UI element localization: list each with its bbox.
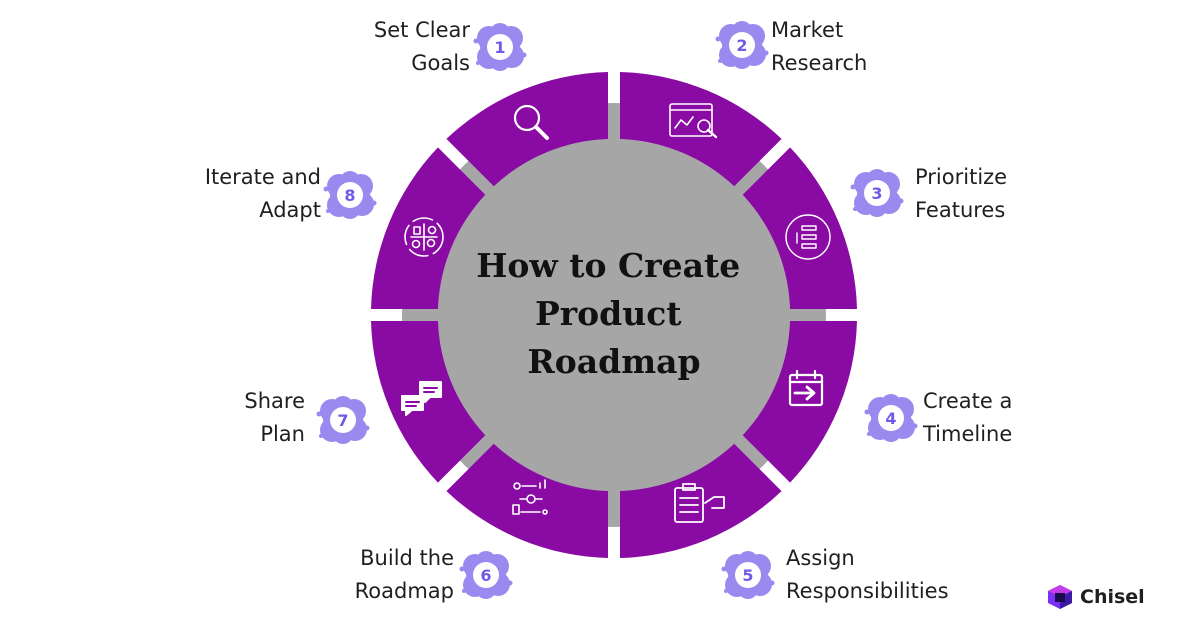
step-1-badge: 1 bbox=[473, 23, 527, 71]
magnifier-icon bbox=[513, 104, 549, 140]
priority-list-icon bbox=[785, 214, 831, 260]
clipboard-assign-icon bbox=[674, 483, 725, 523]
segment-1 bbox=[620, 72, 782, 187]
analytics-dashboard-icon bbox=[669, 103, 718, 139]
svg-text:How to Create Product: How to Create Product Roadmap bbox=[476, 246, 752, 381]
calendar-arrow-icon bbox=[788, 369, 824, 407]
step-8-number: 8 bbox=[344, 186, 355, 205]
chisel-cube-icon bbox=[1048, 585, 1072, 609]
step-7-badge: 7 bbox=[316, 396, 370, 444]
step-3-number: 3 bbox=[871, 184, 882, 203]
segment-4 bbox=[620, 443, 782, 558]
step-2-badge: 2 bbox=[715, 21, 769, 69]
center-disk bbox=[438, 139, 790, 491]
step-1-number: 1 bbox=[494, 38, 505, 57]
step-7-number: 7 bbox=[337, 411, 348, 430]
chat-bubbles-icon bbox=[401, 381, 442, 416]
segment-3 bbox=[742, 321, 857, 483]
step-3-badge: 3 bbox=[850, 169, 904, 217]
title-line-2: Product bbox=[535, 294, 682, 333]
title-line-1: How to Create bbox=[476, 246, 740, 285]
step-4-number: 4 bbox=[885, 409, 896, 428]
step-6-badge: 6 bbox=[459, 551, 513, 599]
step-5-number: 5 bbox=[742, 566, 753, 585]
segment-6 bbox=[371, 321, 486, 483]
segment-2 bbox=[742, 147, 857, 309]
step-6-number: 6 bbox=[480, 566, 491, 585]
step-5-badge: 5 bbox=[721, 551, 775, 599]
step-8-badge: 8 bbox=[323, 171, 377, 219]
brand-name: Chisel bbox=[1080, 586, 1145, 608]
workflow-icon bbox=[512, 479, 548, 515]
step-4-badge: 4 bbox=[864, 394, 918, 442]
brand-logo: Chisel bbox=[1046, 584, 1145, 610]
step-2-number: 2 bbox=[736, 36, 747, 55]
iteration-cycle-icon bbox=[404, 217, 444, 257]
title-line-3: Roadmap bbox=[527, 342, 700, 381]
